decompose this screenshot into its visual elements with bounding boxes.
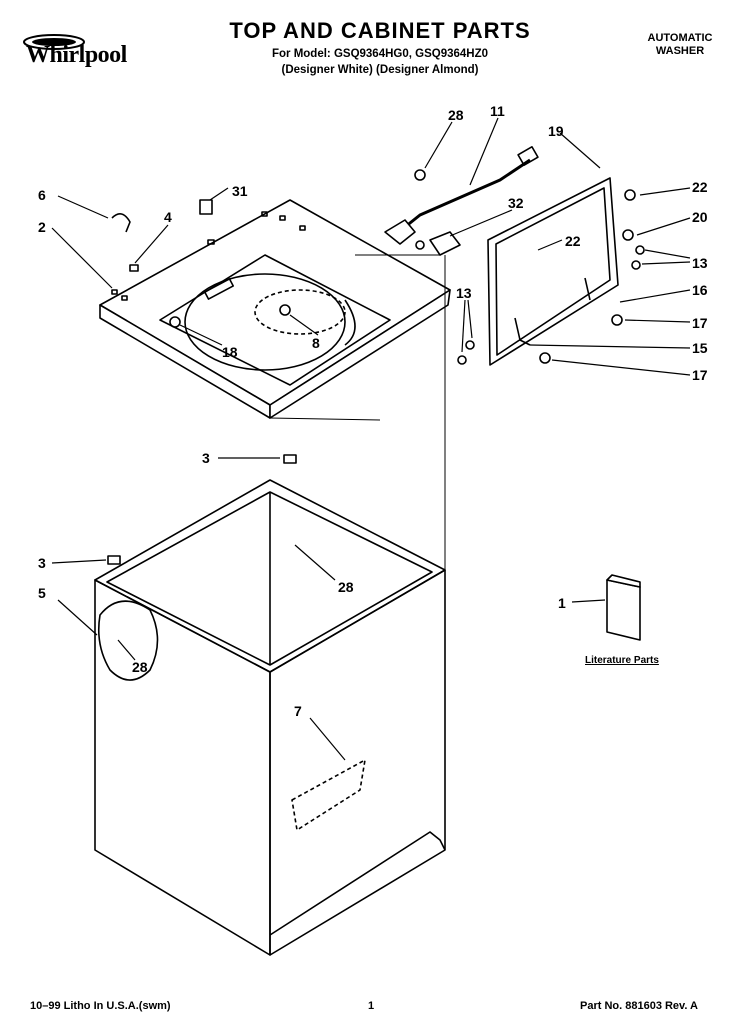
callout-4: 4: [164, 209, 172, 225]
variant-line: (Designer White) (Designer Almond): [281, 64, 479, 76]
callout-8: 8: [312, 335, 320, 351]
callout-17-upper: 17: [692, 315, 708, 331]
callout-32: 32: [508, 195, 524, 211]
logo-swoosh-icon: [23, 34, 85, 50]
callout-17-lower: 17: [692, 367, 708, 383]
footer-litho: 10–99 Litho In U.S.A.(swm): [30, 1000, 171, 1012]
leader-lines: [51, 117, 691, 761]
clip-6: [111, 213, 131, 233]
callout-2: 2: [38, 219, 46, 235]
callout-11: 11: [490, 103, 505, 119]
callout-16: 16: [692, 282, 708, 298]
clip-left-3: [107, 555, 121, 565]
callout-7: 7: [294, 703, 302, 719]
callout-1: 1: [558, 595, 566, 611]
clip-31: [199, 199, 213, 215]
lid-frame: [487, 177, 619, 366]
callout-13-right: 13: [692, 255, 708, 271]
top-panel: [99, 199, 451, 419]
callout-3-top: 3: [202, 450, 210, 466]
callout-13-left: 13: [456, 285, 472, 301]
cabinet: [94, 479, 446, 956]
callout-28-top: 28: [448, 107, 464, 123]
callout-18: 18: [222, 344, 238, 360]
footer-page-number: 1: [368, 1000, 375, 1012]
footer-part-number: Part No. 881603 Rev. A: [580, 1000, 699, 1012]
appliance-type-line2: WASHER: [655, 45, 705, 57]
callout-20: 20: [692, 209, 708, 225]
model-line: For Model: GSQ9364HG0, GSQ9364HZ0: [271, 48, 488, 60]
callout-3-left: 3: [38, 555, 46, 571]
wire-harness: [384, 146, 539, 256]
page-title: TOP AND CABINET PARTS: [229, 18, 531, 43]
callout-22-right: 22: [692, 179, 708, 195]
clip-top-3: [283, 454, 297, 464]
callout-28-patch: 28: [132, 659, 148, 675]
callout-22-mid: 22: [565, 233, 581, 249]
callout-28-cabinet: 28: [338, 579, 354, 595]
brand-name: Whirlpool: [26, 42, 127, 68]
callout-6: 6: [38, 187, 46, 203]
literature-booklet: [606, 579, 641, 641]
callout-19: 19: [548, 123, 564, 139]
callout-5: 5: [38, 585, 46, 601]
callout-31: 31: [232, 183, 248, 199]
callout-15: 15: [692, 340, 708, 356]
literature-parts-label: Literature Parts: [585, 655, 659, 666]
appliance-type-line1: AUTOMATIC: [647, 32, 713, 44]
whirlpool-logo: Whirlpool: [18, 30, 148, 74]
